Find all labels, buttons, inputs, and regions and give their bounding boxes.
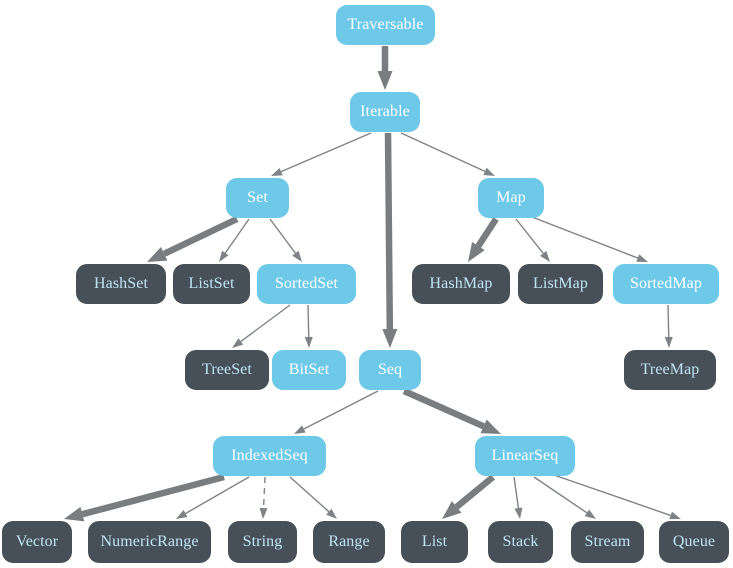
edge-linearseq-to-list — [454, 474, 496, 510]
arrowhead-iterable-to-set — [271, 167, 283, 176]
node-treeset[interactable]: TreeSet — [185, 350, 269, 390]
edge-map-to-hashmap — [475, 217, 499, 248]
node-iterable[interactable]: Iterable — [350, 92, 420, 132]
node-hashmap[interactable]: HashMap — [412, 264, 510, 304]
edge-map-to-listmap — [515, 218, 544, 254]
node-label: Stack — [502, 533, 539, 550]
node-label: List — [421, 533, 448, 550]
edge-set-to-sortedset — [269, 218, 296, 254]
arrowhead-linearseq-to-list — [442, 501, 462, 519]
node-label: NumericRange — [100, 533, 199, 550]
edge-set-to-listset — [224, 218, 250, 254]
node-bitset[interactable]: BitSet — [272, 350, 346, 390]
node-label: SortedSet — [274, 275, 339, 292]
edge-sortedmap-to-treemap — [667, 304, 670, 338]
node-label: SortedMap — [629, 275, 702, 292]
node-label: Seq — [377, 361, 403, 378]
node-label: ListMap — [533, 275, 588, 292]
edge-sortedset-to-treeset — [240, 304, 291, 343]
arrowhead-indexedseq-to-range — [326, 508, 337, 519]
arrowhead-set-to-hashset — [147, 247, 168, 262]
node-label: HashSet — [93, 275, 149, 292]
edge-seq-to-indexedseq — [303, 390, 379, 430]
arrowhead-set-to-sortedset — [292, 250, 302, 262]
node-treemap[interactable]: TreeMap — [624, 350, 716, 390]
node-label: IndexedSeq — [231, 447, 308, 464]
arrowhead-iterable-to-seq — [382, 328, 398, 348]
edge-iterable-to-seq — [384, 132, 394, 330]
node-linearseq[interactable]: LinearSeq — [475, 436, 575, 476]
edge-sortedset-to-bitset — [307, 304, 310, 338]
arrowhead-set-to-listset — [219, 250, 229, 262]
node-label: TreeSet — [202, 361, 252, 378]
node-map[interactable]: Map — [478, 178, 544, 218]
edge-indexedseq-to-vector — [81, 473, 225, 518]
arrowhead-seq-to-linearseq — [480, 419, 501, 434]
node-traversable[interactable]: Traversable — [336, 5, 435, 45]
edge-seq-to-linearseq — [402, 388, 485, 430]
node-stream[interactable]: Stream — [571, 521, 644, 563]
edge-indexedseq-to-string — [262, 476, 266, 509]
node-label: Traversable — [347, 16, 424, 33]
arrowhead-linearseq-to-stack — [514, 507, 523, 519]
edge-linearseq-to-stack — [513, 476, 520, 509]
arrowhead-indexedseq-to-vector — [64, 506, 85, 522]
arrowhead-traversable-to-iterable — [377, 71, 393, 90]
node-label: Vector — [15, 533, 59, 550]
node-listset[interactable]: ListSet — [173, 264, 250, 304]
arrowhead-indexedseq-to-numericrange — [176, 510, 188, 519]
node-seq[interactable]: Seq — [359, 350, 421, 390]
node-string[interactable]: String — [228, 521, 297, 563]
node-vector[interactable]: Vector — [2, 521, 72, 563]
arrowhead-map-to-sortedmap — [636, 254, 648, 262]
node-label: HashMap — [429, 275, 493, 292]
edge-iterable-to-set — [280, 132, 372, 173]
node-label: Set — [247, 189, 268, 206]
arrowhead-sortedset-to-treeset — [232, 338, 244, 348]
edge-map-to-sortedmap — [531, 216, 638, 259]
node-stack[interactable]: Stack — [488, 521, 553, 563]
node-label: Queue — [672, 533, 716, 550]
node-label: TreeMap — [640, 361, 700, 378]
edge-set-to-hashset — [162, 216, 239, 257]
node-label: BitSet — [288, 361, 330, 378]
edge-indexedseq-to-numericrange — [185, 476, 250, 515]
node-listmap[interactable]: ListMap — [518, 264, 603, 304]
edge-indexedseq-to-range — [289, 476, 330, 513]
node-label: ListSet — [188, 275, 235, 292]
edge-linearseq-to-stream — [533, 476, 588, 514]
node-label: Stream — [584, 533, 631, 550]
node-label: String — [242, 533, 283, 550]
arrowhead-indexedseq-to-string — [259, 507, 268, 519]
node-set[interactable]: Set — [226, 178, 289, 218]
node-queue[interactable]: Queue — [659, 521, 729, 563]
node-hashset[interactable]: HashSet — [76, 264, 166, 304]
arrowhead-map-to-hashmap — [468, 241, 485, 262]
node-label: Range — [328, 533, 370, 550]
node-list[interactable]: List — [401, 521, 468, 563]
node-numericrange[interactable]: NumericRange — [88, 521, 211, 563]
node-indexedseq[interactable]: IndexedSeq — [213, 436, 326, 476]
node-range[interactable]: Range — [313, 521, 385, 563]
node-sortedset[interactable]: SortedSet — [257, 264, 356, 304]
edge-iterable-to-map — [400, 132, 486, 173]
edge-linearseq-to-queue — [550, 473, 671, 517]
node-label: Map — [496, 189, 526, 206]
arrowhead-seq-to-indexedseq — [294, 425, 306, 434]
arrowhead-map-to-listmap — [540, 250, 550, 262]
arrowhead-sortedset-to-bitset — [304, 336, 313, 348]
arrowhead-linearseq-to-queue — [669, 511, 681, 520]
node-label: Iterable — [360, 103, 410, 120]
node-label: LinearSeq — [491, 447, 559, 464]
node-sortedmap[interactable]: SortedMap — [613, 264, 719, 304]
arrowhead-iterable-to-map — [483, 167, 495, 176]
arrowhead-linearseq-to-stream — [584, 509, 596, 519]
arrowhead-sortedmap-to-treemap — [664, 336, 673, 348]
